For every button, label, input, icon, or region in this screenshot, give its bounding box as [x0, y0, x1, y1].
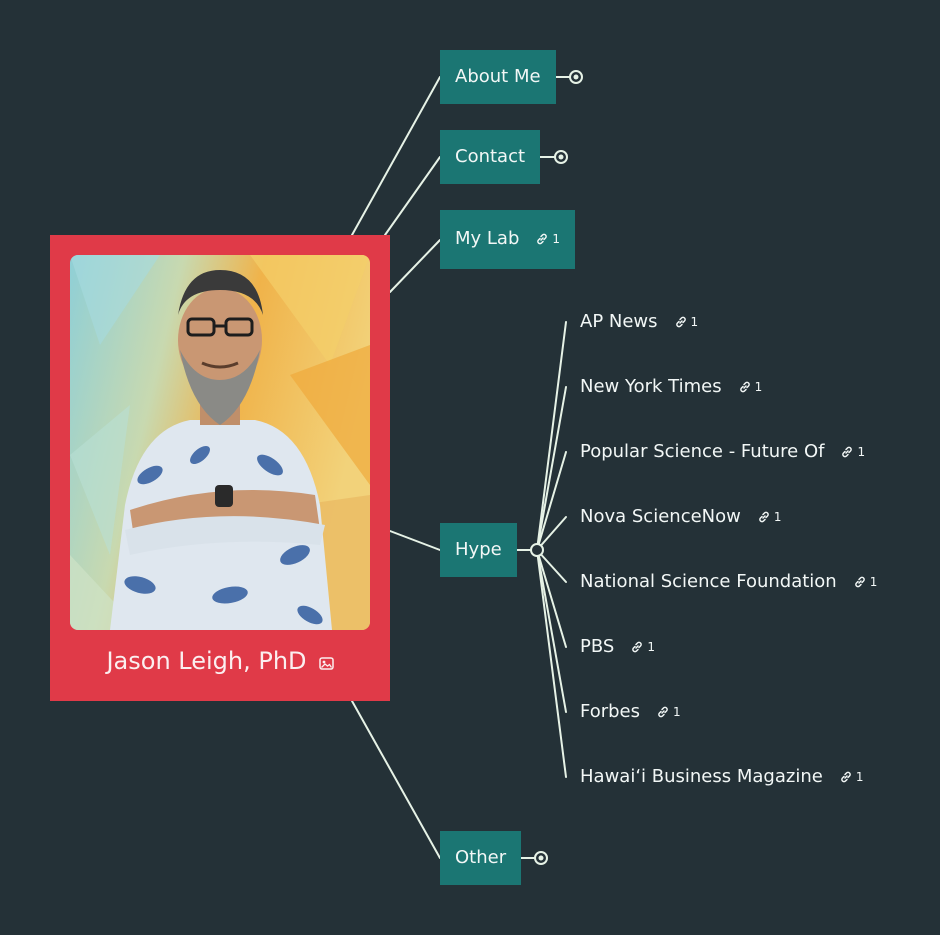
line-other: [351, 700, 441, 859]
link-badge[interactable]: 1: [839, 764, 864, 790]
subtopic-label: Forbes: [580, 701, 641, 722]
topic-about-me[interactable]: About Me: [440, 50, 556, 104]
line-ap-news: [536, 321, 567, 551]
topic-label: Other: [455, 847, 507, 868]
subtopic-label: Popular Science - Future Of: [580, 441, 825, 462]
image-icon[interactable]: [318, 648, 334, 676]
link-badge[interactable]: 1: [656, 699, 681, 725]
link-icon: [854, 576, 865, 588]
line-hbm: [536, 549, 567, 778]
link-badge[interactable]: 1: [853, 569, 878, 595]
link-badge[interactable]: 1: [738, 374, 763, 400]
collapse-toggle-about-me[interactable]: [569, 70, 583, 84]
line-hype: [389, 530, 441, 551]
link-count: 1: [754, 380, 763, 394]
subtopic-hawaii-business-magazine[interactable]: Hawai‘i Business Magazine 1: [580, 764, 863, 790]
line-nova: [536, 516, 567, 551]
topic-label: My Lab: [455, 228, 520, 249]
link-icon: [759, 511, 769, 523]
link-count: 1: [647, 640, 655, 654]
line-about-me: [351, 76, 441, 236]
link-count: 1: [855, 770, 864, 784]
subtopic-popular-science[interactable]: Popular Science - Future Of 1: [580, 439, 865, 465]
topic-contact[interactable]: Contact: [440, 130, 541, 184]
subtopic-ap-news[interactable]: AP News 1: [580, 309, 698, 335]
topic-label: Hype: [455, 539, 502, 560]
link-icon: [658, 706, 668, 718]
collapse-toggle-hype[interactable]: [530, 543, 544, 557]
link-icon: [739, 381, 750, 393]
line-my-lab: [389, 239, 441, 293]
root-title: Jason Leigh, PhD: [50, 647, 390, 676]
link-count: 1: [869, 575, 878, 589]
line-popsci: [536, 451, 567, 551]
profile-photo: [70, 255, 370, 630]
subtopic-nova-sciencenow[interactable]: Nova ScienceNow 1: [580, 504, 782, 530]
link-icon: [841, 771, 851, 783]
link-badge[interactable]: 1: [674, 309, 699, 335]
line-nsf: [536, 549, 567, 583]
link-icon: [675, 316, 686, 328]
topic-other[interactable]: Other: [440, 831, 522, 885]
subtopic-pbs[interactable]: PBS 1: [580, 634, 655, 660]
subtopic-label: Hawai‘i Business Magazine: [580, 766, 823, 787]
link-count: 1: [773, 510, 782, 524]
line-pbs: [536, 549, 567, 648]
subtopic-forbes[interactable]: Forbes 1: [580, 699, 681, 725]
root-title-text: Jason Leigh, PhD: [106, 647, 307, 675]
link-badge[interactable]: 1: [535, 211, 560, 268]
link-icon: [537, 233, 548, 245]
topic-hype[interactable]: Hype: [440, 523, 517, 577]
line-nyt: [536, 386, 567, 551]
link-count: 1: [552, 231, 561, 246]
subtopic-label: New York Times: [580, 376, 722, 397]
collapse-toggle-other[interactable]: [534, 851, 548, 865]
line-forbes: [536, 549, 567, 713]
subtopic-label: Nova ScienceNow: [580, 506, 741, 527]
link-badge[interactable]: 1: [757, 504, 782, 530]
line-contact: [384, 156, 441, 236]
link-count: 1: [857, 445, 866, 459]
subtopic-label: AP News: [580, 311, 658, 332]
link-badge[interactable]: 1: [840, 439, 865, 465]
link-count: 1: [690, 315, 699, 329]
link-icon: [632, 641, 643, 653]
collapse-toggle-contact[interactable]: [554, 150, 568, 164]
subtopic-label: National Science Foundation: [580, 571, 837, 592]
root-node[interactable]: Jason Leigh, PhD: [50, 235, 390, 701]
link-count: 1: [673, 705, 681, 719]
subtopic-label: PBS: [580, 636, 615, 657]
topic-label: Contact: [455, 146, 526, 167]
link-badge[interactable]: 1: [630, 634, 655, 660]
link-icon: [842, 446, 853, 458]
topic-label: About Me: [455, 66, 541, 87]
topic-my-lab[interactable]: My Lab 1: [440, 210, 576, 269]
subtopic-new-york-times[interactable]: New York Times 1: [580, 374, 762, 400]
subtopic-national-science-foundation[interactable]: National Science Foundation 1: [580, 569, 877, 595]
